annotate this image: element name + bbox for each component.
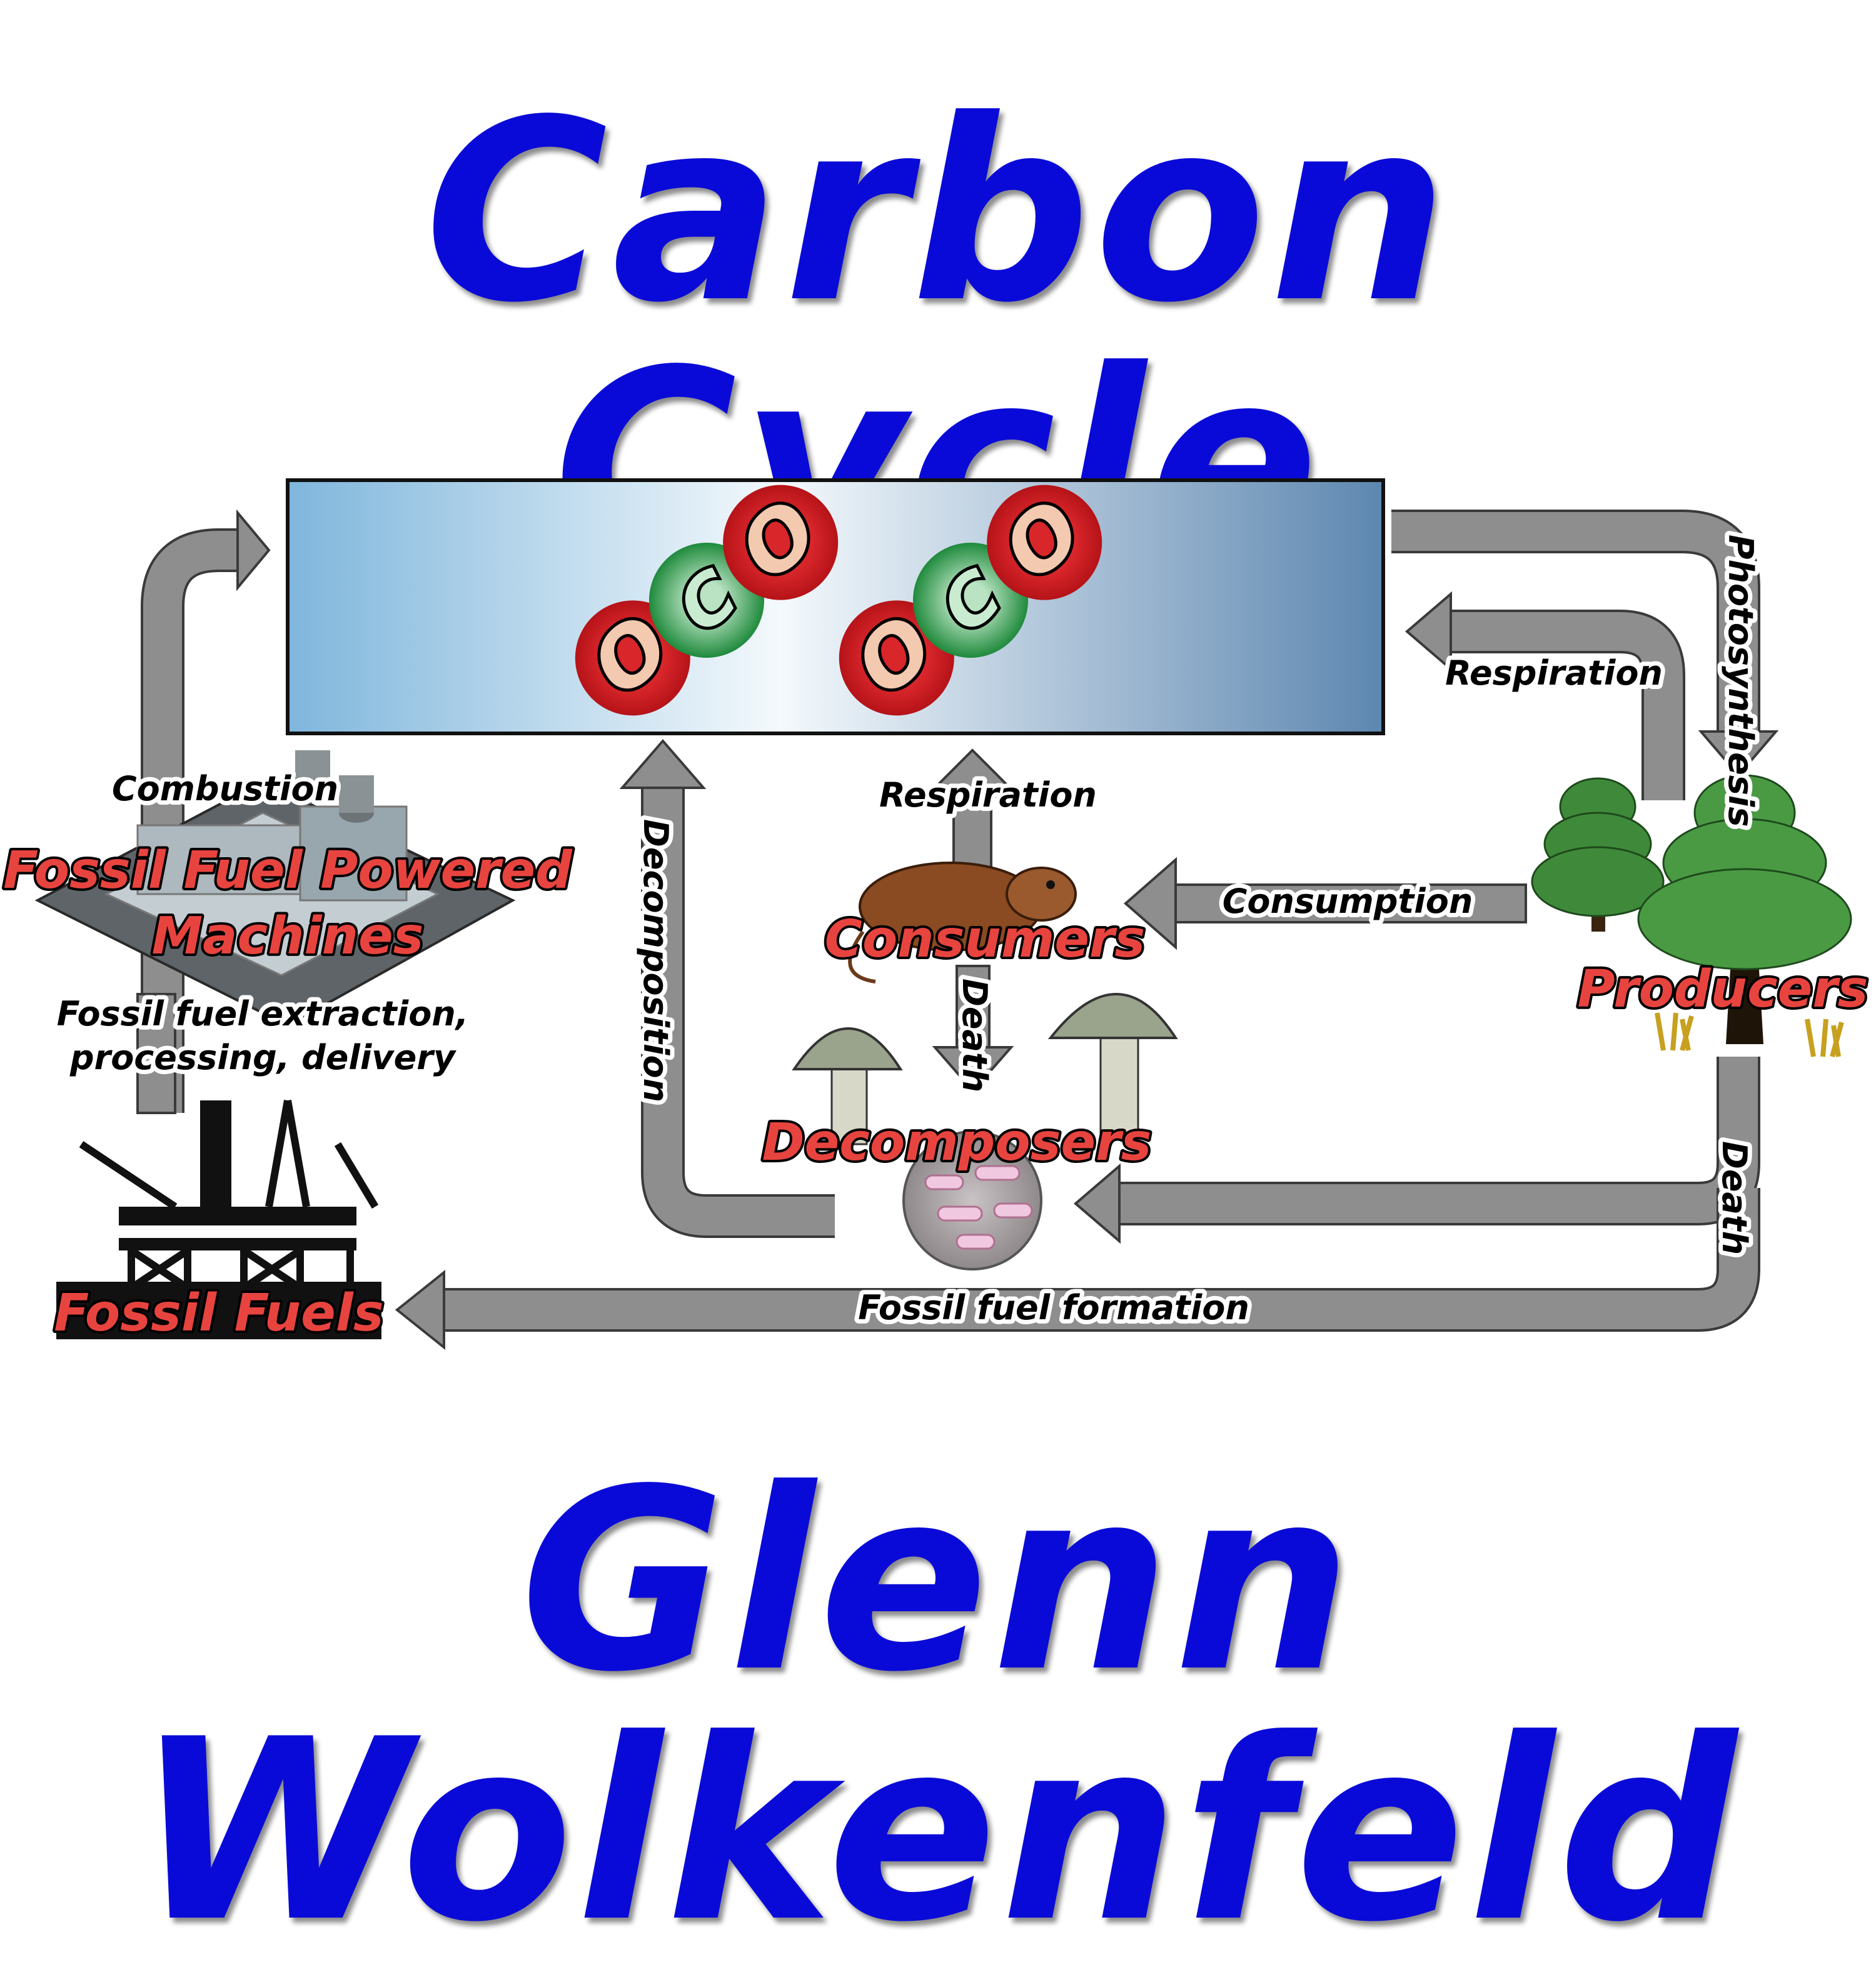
tree-icon (1531, 777, 1665, 932)
process-label-death: Death (1715, 1141, 1754, 1255)
atmosphere-box (286, 478, 1385, 735)
node-label-decomposers: Decomposers (762, 1113, 1152, 1172)
oxygen-atom (987, 485, 1102, 600)
co2-molecule: O C O (571, 478, 839, 718)
process-label-consumption: Consumption (1223, 882, 1473, 921)
respiration-producers-arrow (1404, 591, 1685, 800)
process-label-respiration: Respiration (879, 775, 1097, 815)
node-label-machines: Machines (152, 907, 424, 966)
decomposition-arrow (619, 738, 835, 1238)
process-label-respiration: Respiration (1445, 653, 1663, 693)
factory-icon (34, 750, 516, 1027)
mushroom-icon (792, 1027, 903, 1145)
photosynthesis-arrow (1391, 510, 1779, 778)
oxygen-atom (723, 485, 839, 600)
node-label-producers: Producers (1578, 960, 1868, 1019)
node-label-fossil-fuels: Fossil Fuels (54, 1284, 383, 1343)
carbon-cycle-diagram: O C O O C O (1, 478, 1870, 1351)
mushroom-icon (1047, 993, 1178, 1139)
tree-icon (1637, 774, 1852, 1044)
extraction-arrow (136, 993, 176, 1114)
node-label-consumers: Consumers (825, 910, 1145, 969)
process-label-combustion: Combustion (112, 769, 338, 808)
process-label-fossil-fuel-formation: Fossil fuel formation (858, 1288, 1249, 1327)
node-label-machines: Fossil Fuel Powered (3, 841, 573, 900)
combustion-arrow (141, 509, 271, 1113)
fossil-fuels-label-bg (56, 1282, 381, 1339)
page-title: Carbon Cycle (424, 67, 1452, 608)
bacteria-icon (902, 1130, 1042, 1270)
grass-icon (1655, 1012, 1844, 1058)
process-label-death: Death (955, 978, 994, 1092)
co2-molecule: O C O (835, 478, 1102, 718)
death-consumers-arrow (932, 965, 1014, 1094)
process-label-extraction: processing, delivery (69, 1038, 457, 1077)
rodent-icon (848, 862, 1077, 983)
consumption-arrow (1123, 857, 1527, 950)
process-label-extraction: Fossil fuel extraction, (57, 994, 469, 1034)
death-producers-arrow (1073, 1057, 1760, 1244)
fossil-fuel-formation-arrow (395, 1188, 1760, 1351)
process-label-decomposition: Decomposition (636, 819, 675, 1102)
process-label-photosynthesis: Photosynthesis (1721, 535, 1760, 827)
